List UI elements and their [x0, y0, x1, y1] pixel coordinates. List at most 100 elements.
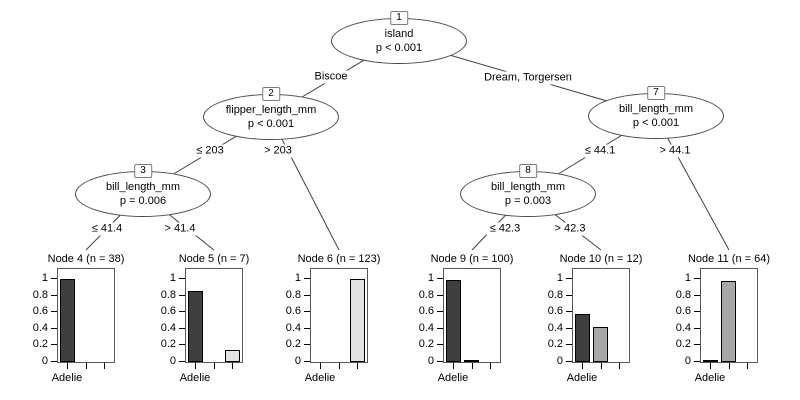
x-axis-tick [471, 363, 473, 369]
x-axis-tick [213, 363, 215, 369]
split-pvalue: p < 0.001 [247, 118, 295, 130]
y-axis-tick [179, 278, 185, 279]
x-axis-tick [357, 363, 358, 369]
split-variable: bill_length_mm [619, 103, 693, 115]
node-id-badge: 8 [519, 164, 537, 178]
y-axis-tick-label: 0.2 [547, 338, 563, 351]
x-axis-tick [67, 363, 68, 369]
y-axis-tick-label: 0.6 [547, 305, 563, 318]
y-axis-tick-label: 0.6 [32, 305, 48, 318]
barplot-frame [185, 268, 243, 363]
node-id-badge: 7 [647, 86, 665, 100]
edge-label-gt-42-3: > 42.3 [551, 222, 589, 236]
y-axis-tick [566, 278, 572, 279]
split-variable: bill_length_mm [491, 181, 565, 193]
y-axis-tick-label: 0.6 [675, 305, 691, 318]
x-axis-tick [338, 363, 340, 369]
y-axis-tick-label: 0 [684, 355, 691, 367]
y-axis-tick-label: 0.4 [675, 321, 691, 334]
y-axis-tick [566, 361, 572, 362]
x-axis-label: Adelie [437, 372, 469, 384]
y-axis-tick-label: 0.6 [285, 305, 301, 318]
y-axis-tick [51, 311, 57, 313]
barplot-frame [572, 268, 630, 363]
y-axis-tick-label: 0 [169, 355, 176, 367]
y-axis-tick [179, 311, 185, 313]
y-axis-tick-label: 1 [294, 272, 301, 284]
barplot-frame [443, 268, 501, 363]
x-axis-tick [747, 363, 748, 369]
y-axis-tick [179, 327, 185, 329]
x-axis-label: Adelie [51, 372, 83, 384]
x-axis-tick [85, 363, 87, 369]
y-axis-tick-label: 0.6 [418, 305, 434, 318]
edge-label-le-42-3: ≤ 42.3 [486, 222, 524, 236]
terminal-node-title: Node 11 (n = 64) [687, 253, 771, 265]
barplot-frame [700, 268, 758, 363]
edge-label-gt-44-1: > 44.1 [656, 144, 694, 158]
edge-label-biscoe: Biscoe [311, 70, 351, 84]
y-axis-tick-label: 0.8 [675, 288, 691, 301]
y-axis-tick [51, 278, 57, 279]
y-axis-tick [566, 344, 572, 346]
node-id-badge: 1 [390, 11, 408, 25]
x-axis-tick [582, 363, 583, 369]
edge-label-le-44-1: ≤ 44.1 [581, 144, 619, 158]
x-axis-tick [728, 363, 730, 369]
y-axis-tick-label: 0 [41, 355, 48, 367]
bar-category-1 [574, 314, 590, 362]
y-axis-tick [304, 294, 310, 296]
y-axis-tick [437, 278, 443, 279]
split-variable: flipper_length_mm [225, 104, 317, 116]
x-axis-tick [490, 363, 491, 369]
edge-label-gt-203: > 203 [261, 144, 295, 158]
y-axis-tick [179, 344, 185, 346]
bar-category-1 [187, 291, 203, 362]
y-axis-tick-label: 0.8 [285, 288, 301, 301]
terminal-node-title: Node 5 (n = 7) [178, 253, 250, 265]
y-axis-tick-label: 0 [294, 355, 301, 367]
y-axis-tick-label: 0.4 [160, 321, 176, 334]
edge-label-gt-41-4: > 41.4 [161, 222, 199, 236]
y-axis-tick [51, 361, 57, 362]
split-variable: island [384, 28, 414, 40]
y-axis-tick-label: 0.6 [160, 305, 176, 318]
split-node-2: 2 flipper_length_mm p < 0.001 [203, 87, 339, 140]
terminal-node-title: Node 10 (n = 12) [559, 253, 643, 265]
bar-category-2 [593, 327, 608, 362]
y-axis-tick [694, 361, 700, 362]
y-axis-tick-label: 0.4 [418, 321, 434, 334]
bar-category-2 [464, 360, 479, 362]
y-axis-tick-label: 0.2 [675, 338, 691, 351]
y-axis-tick-label: 1 [41, 272, 48, 284]
x-axis-label: Adelie [179, 372, 211, 384]
y-axis-tick [694, 294, 700, 296]
y-axis-tick [694, 327, 700, 329]
terminal-node-title: Node 6 (n = 123) [297, 253, 381, 265]
node-id-badge: 2 [262, 87, 280, 101]
y-axis-tick [51, 327, 57, 329]
bar-category-3 [224, 350, 240, 362]
x-axis-tick [710, 363, 711, 369]
y-axis-tick [304, 327, 310, 329]
x-axis-label: Adelie [304, 372, 336, 384]
bar-category-3 [349, 279, 365, 362]
edge-label-le-41-4: ≤ 41.4 [88, 222, 126, 236]
y-axis-tick [437, 294, 443, 296]
y-axis-tick [179, 361, 185, 362]
y-axis-tick [304, 361, 310, 362]
y-axis-tick [694, 311, 700, 313]
y-axis-tick-label: 0.2 [418, 338, 434, 351]
y-axis-tick [304, 311, 310, 313]
y-axis-tick [566, 311, 572, 313]
y-axis-tick [51, 294, 57, 296]
bar-category-1 [702, 360, 718, 362]
y-axis-tick-label: 0.2 [285, 338, 301, 351]
x-axis-tick [104, 363, 105, 369]
